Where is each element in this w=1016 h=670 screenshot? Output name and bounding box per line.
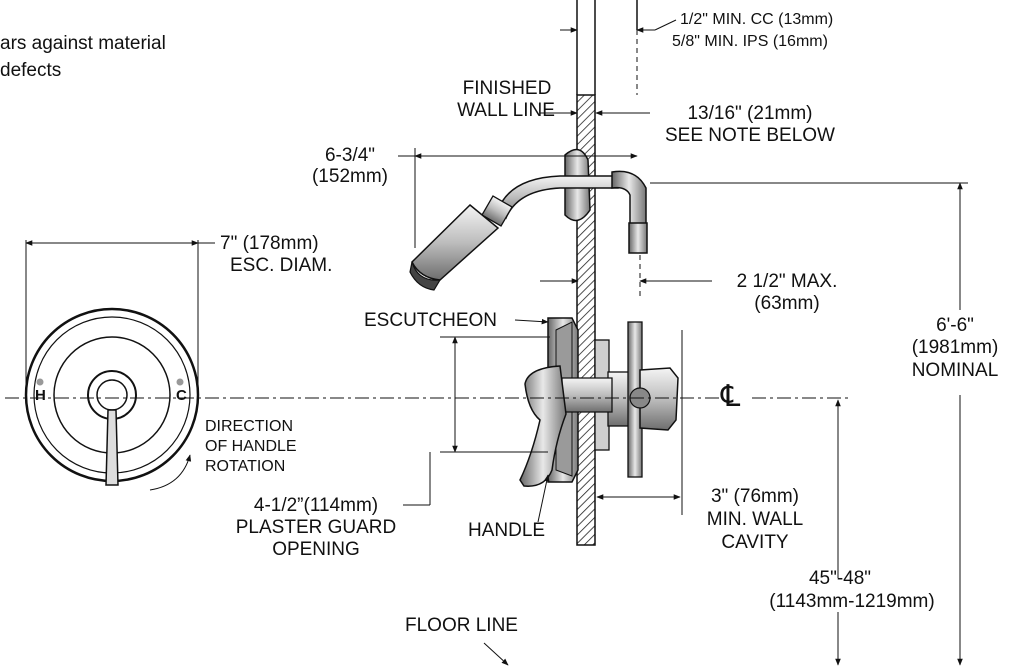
valve-height-label-2: (1143mm-1219mm) [769, 591, 935, 612]
max-depth-label-1: 2 1/2" MAX. [736, 271, 838, 292]
cold-indicator-dot [176, 378, 184, 386]
hot-indicator-dot [36, 378, 44, 386]
wall-depth-label-2: SEE NOTE BELOW [665, 125, 835, 146]
direction-label-2: OF HANDLE [205, 438, 297, 455]
centerline-symbol: ℄ [721, 379, 741, 414]
dimension-lines [25, 19, 968, 666]
hot-label: H [35, 387, 46, 404]
arm-length-label-1: 6-3/4" [324, 145, 376, 166]
direction-label-3: ROTATION [205, 458, 286, 475]
height-label-2: (1981mm) [911, 337, 999, 358]
escutcheon-label: ESCUTCHEON [364, 310, 498, 331]
cavity-label-3: CAVITY [721, 532, 789, 553]
guard-label-1: 4-1/2”(114mm) [253, 495, 379, 516]
top-note-line-2: defects [0, 60, 62, 81]
valve-height-label-1: 45"-48" [808, 568, 872, 589]
cc-min-label: 1/2" MIN. CC (13mm) [680, 11, 834, 28]
escutcheon-front-view [24, 307, 200, 486]
height-label-1: 6'-6" [936, 315, 974, 336]
esc-diam-label-2: ESC. DIAM. [230, 255, 333, 276]
cold-label: C [176, 387, 187, 404]
handle-label: HANDLE [468, 520, 546, 541]
floor-line-label: FLOOR LINE [405, 615, 518, 636]
guard-label-2: PLASTER GUARD [235, 517, 397, 538]
ips-min-label: 5/8" MIN. IPS (16mm) [672, 33, 828, 50]
finished-wall-label-1: FINISHED [462, 78, 552, 99]
max-depth-label-2: (63mm) [754, 293, 820, 314]
finished-wall-label-2: WALL LINE [457, 100, 555, 121]
cavity-label-1: 3" (76mm) [710, 486, 800, 507]
valve-assembly [519, 317, 679, 487]
cavity-label-2: MIN. WALL [706, 509, 804, 530]
shower-head-assembly [409, 148, 648, 291]
direction-label-1: DIRECTION [205, 418, 293, 435]
top-note-line-1: ars against material [0, 33, 166, 54]
wall-depth-label-1: 13/16" (21mm) [687, 103, 813, 124]
height-label-3: NOMINAL [911, 360, 999, 381]
guard-label-3: OPENING [272, 539, 360, 560]
esc-diam-label-1: 7" (178mm) [220, 233, 319, 254]
arm-length-label-2: (152mm) [311, 166, 388, 187]
